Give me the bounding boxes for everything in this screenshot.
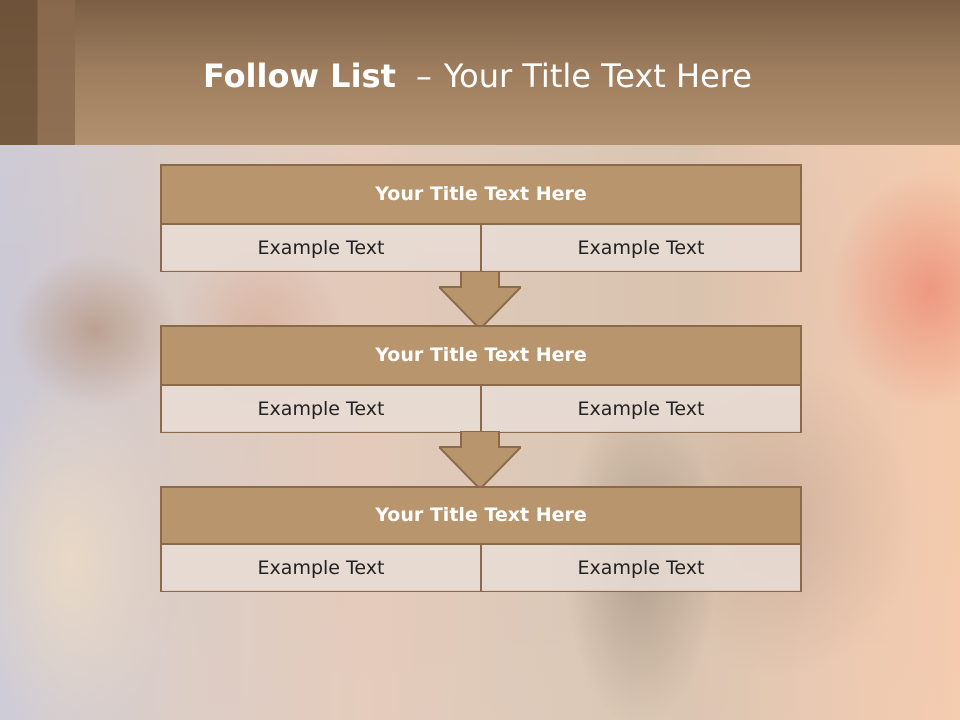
header-accent	[0, 0, 75, 145]
step-title[interactable]: Your Title Text Here	[162, 488, 800, 545]
step-title[interactable]: Your Title Text Here	[162, 327, 800, 386]
step-left-text[interactable]: Example Text	[162, 545, 480, 591]
step-block-2[interactable]: Your Title Text Here Example Text Exampl…	[160, 325, 802, 433]
step-right-text[interactable]: Example Text	[480, 386, 800, 432]
down-arrow-icon	[439, 271, 521, 329]
header-band: Follow List–Your Title Text Here	[0, 0, 960, 145]
step-block-3[interactable]: Your Title Text Here Example Text Exampl…	[160, 486, 802, 592]
title-bold-part: Follow List	[203, 57, 396, 95]
title-dash: –	[415, 57, 432, 95]
down-arrow-icon	[439, 431, 521, 489]
step-row: Example Text Example Text	[162, 545, 800, 591]
slide-title[interactable]: Follow List–Your Title Text Here	[203, 56, 752, 96]
step-block-1[interactable]: Your Title Text Here Example Text Exampl…	[160, 164, 802, 272]
title-subtitle-part: Your Title Text Here	[443, 57, 752, 95]
step-left-text[interactable]: Example Text	[162, 386, 480, 432]
step-left-text[interactable]: Example Text	[162, 225, 480, 271]
step-row: Example Text Example Text	[162, 386, 800, 432]
step-right-text[interactable]: Example Text	[480, 545, 800, 591]
step-right-text[interactable]: Example Text	[480, 225, 800, 271]
step-title[interactable]: Your Title Text Here	[162, 166, 800, 225]
step-row: Example Text Example Text	[162, 225, 800, 271]
